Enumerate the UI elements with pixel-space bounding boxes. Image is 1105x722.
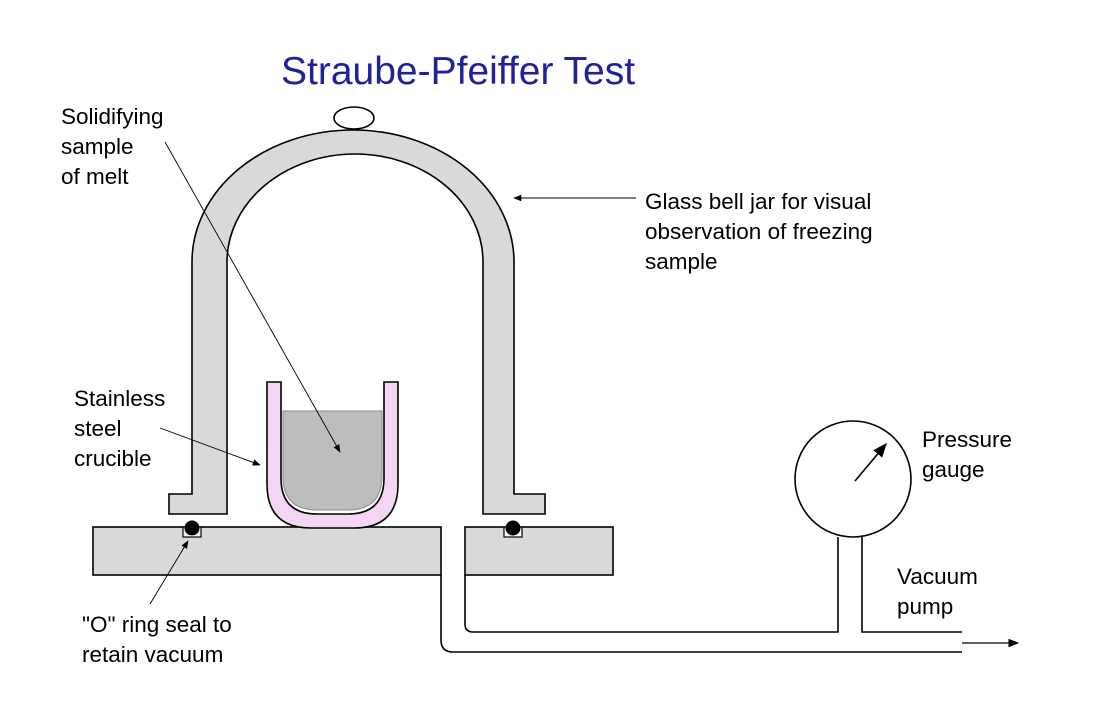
label-line: steel	[74, 416, 122, 441]
leader-crucible	[159, 427, 261, 466]
o-ring-seal-left	[182, 520, 202, 538]
label-bell-jar: Glass bell jar for visual observation of…	[645, 187, 873, 277]
label-line: Pressure	[922, 427, 1013, 452]
leader-o-ring	[149, 540, 189, 605]
o-ring-seal-right	[503, 520, 523, 538]
label-line: retain vacuum	[82, 642, 224, 667]
label-line: Glass bell jar for visual	[645, 189, 872, 214]
gauge-needle	[854, 442, 887, 482]
crucible	[266, 381, 399, 529]
base-plate-right	[464, 526, 614, 576]
vacuum-line-outer	[440, 575, 962, 653]
label-line: crucible	[74, 446, 152, 471]
label-pressure-gauge: Pressure gauge	[922, 425, 1012, 485]
label-line: of melt	[61, 164, 129, 189]
label-line: gauge	[922, 457, 985, 482]
bell-jar	[168, 129, 546, 515]
label-line: "O" ring seal to	[82, 612, 232, 637]
label-solidifying-sample: Solidifying sample of melt	[61, 102, 164, 192]
bell-jar-knob	[333, 106, 375, 130]
diagram-title: Straube-Pfeiffer Test	[281, 50, 636, 93]
label-o-ring: "O" ring seal to retain vacuum	[82, 610, 232, 670]
label-line: Solidifying	[61, 104, 164, 129]
label-line: sample	[61, 134, 134, 159]
label-crucible: Stainless steel crucible	[74, 384, 165, 474]
label-vacuum-pump: Vacuum pump	[897, 562, 978, 622]
label-line: Stainless	[74, 386, 166, 411]
pressure-gauge-dial	[794, 420, 912, 538]
melt-sample	[282, 410, 383, 511]
label-line: pump	[897, 594, 954, 619]
base-plate-left	[92, 526, 442, 576]
label-line: sample	[645, 249, 718, 274]
label-line: observation of freezing	[645, 219, 873, 244]
label-line: Vacuum	[897, 564, 978, 589]
vacuum-line-inner	[464, 537, 839, 633]
leader-solidifying-sample	[164, 141, 341, 453]
gauge-stem-right	[861, 537, 962, 633]
